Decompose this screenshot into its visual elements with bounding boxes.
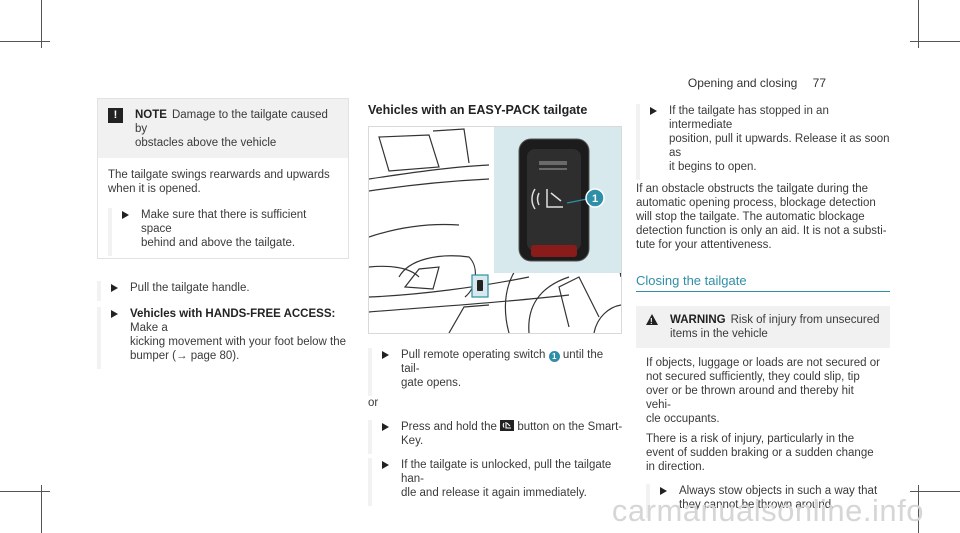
- warning-text: Risk of injury from unsecured: [730, 314, 880, 326]
- warning-bullet: Always stow objects in such a way that t…: [646, 484, 880, 518]
- note-title: NOTE: [135, 109, 167, 121]
- section-heading-closing: Closing the tailgate: [636, 274, 890, 292]
- note-body: The tailgate swings rearwards and upward…: [98, 158, 348, 258]
- step-text[interactable]: bumper (→ page 80).: [130, 350, 240, 362]
- warning-body: If objects, luggage or loads are not sec…: [636, 348, 890, 520]
- crop-mark: [918, 485, 919, 533]
- warning-line: in direction.: [646, 461, 705, 473]
- middle-column-steps: Pull remote operating switch 1 until the…: [368, 348, 623, 506]
- tailgate-button-icon: [500, 420, 515, 431]
- crop-mark: [910, 41, 960, 42]
- warning-line: If objects, luggage or loads are not sec…: [646, 357, 880, 369]
- bullet-bar: [636, 104, 640, 180]
- tailgate-illustration: 1: [368, 126, 622, 334]
- step-text: kicking movement with your foot below th…: [130, 336, 347, 348]
- paragraph-line: will stop the tailgate. The automatic bl…: [636, 211, 865, 223]
- step-text: button on the Smart-: [517, 421, 623, 433]
- warning-line: event of sudden braking or a sudden chan…: [646, 447, 874, 459]
- watermark: carmanualsonline.info: [611, 493, 924, 528]
- warning-line: cle occupants.: [646, 413, 720, 425]
- warning-box: WARNING Risk of injury from unsecured ite…: [636, 306, 890, 520]
- warning-triangle-icon: [646, 314, 658, 329]
- section-title: Opening and closing: [687, 76, 798, 90]
- bullet-bar: [108, 208, 112, 256]
- step-text: until the tail-: [401, 349, 604, 375]
- step-item: Press and hold the button on the Smart- …: [368, 420, 623, 454]
- crop-mark: [0, 491, 50, 492]
- step-text: Make a: [130, 322, 168, 334]
- crop-mark: [910, 491, 960, 492]
- warning-line: There is a risk of injury, particularly …: [646, 433, 855, 445]
- crop-mark: [41, 485, 42, 533]
- bullet-arrow-icon: [650, 107, 657, 115]
- step-item: If the tailgate is unlocked, pull the ta…: [368, 458, 623, 506]
- step-item: Pull the tailgate handle.: [97, 281, 349, 301]
- step-text: If the tailgate is unlocked, pull the ta…: [401, 459, 612, 485]
- step-text: gate opens.: [401, 377, 462, 389]
- page-header: Opening and closing 77: [688, 76, 826, 90]
- step-text: Key.: [401, 435, 424, 447]
- bullet-arrow-icon: [382, 423, 389, 431]
- step-text: position, pull it upwards. Release it as…: [669, 133, 890, 159]
- warning-text: items in the vehicle: [670, 328, 768, 340]
- step-text: If the tailgate has stopped in an interm…: [669, 105, 829, 131]
- bullet-text: Make sure that there is sufficient space: [141, 209, 307, 235]
- bullet-bar: [97, 281, 101, 301]
- bullet-bar: [97, 307, 101, 369]
- bullet-arrow-icon: [111, 310, 118, 318]
- callout-badge: 1: [548, 351, 560, 362]
- bullet-bar: [368, 458, 372, 506]
- step-text: Pull remote operating switch: [401, 349, 546, 361]
- step-text: Pull the tailgate handle.: [130, 282, 250, 294]
- note-paragraph: when it is opened.: [108, 183, 201, 195]
- note-text: Damage to the tailgate caused by: [135, 109, 328, 135]
- step-item: Pull remote operating switch 1 until the…: [368, 348, 623, 396]
- section-heading: Vehicles with an EASY-PACK tailgate: [368, 103, 588, 117]
- warning-line: not secured sufficiently, they could sli…: [646, 371, 860, 383]
- crop-mark: [0, 41, 50, 42]
- crop-mark: [41, 0, 42, 48]
- bullet-text: behind and above the tailgate.: [141, 237, 296, 249]
- bullet-bar: [368, 420, 372, 454]
- bullet-bar: [646, 484, 650, 518]
- note-paragraph: The tailgate swings rearwards and upward…: [108, 169, 330, 181]
- step-item: If the tailgate has stopped in an interm…: [636, 104, 890, 180]
- middle-column: Vehicles with an EASY-PACK tailgate: [368, 103, 623, 117]
- note-bullet: Make sure that there is sufficient space…: [108, 208, 338, 256]
- callout-number: 1: [592, 193, 598, 205]
- step-condition: Vehicles with HANDS-FREE ACCESS:: [130, 308, 336, 320]
- step-text: dle and release it again immediately.: [401, 487, 587, 499]
- bullet-arrow-icon: [382, 351, 389, 359]
- paragraph-line: If an obstacle obstructs the tailgate du…: [636, 183, 869, 195]
- step-text: it begins to open.: [669, 161, 757, 173]
- paragraph-line: automatic opening process, blockage dete…: [636, 197, 876, 209]
- bullet-text: they cannot be thrown around.: [679, 499, 835, 511]
- right-column: If the tailgate has stopped in an interm…: [636, 104, 890, 520]
- bullet-arrow-icon: [111, 284, 118, 292]
- warning-header: WARNING Risk of injury from unsecured ite…: [636, 306, 890, 348]
- bullet-bar: [368, 348, 372, 396]
- step-text: Press and hold the: [401, 421, 497, 433]
- exclamation-icon: !: [108, 108, 123, 123]
- page-number: 77: [812, 76, 826, 90]
- bullet-text: Always stow objects in such a way that: [679, 485, 878, 497]
- info-paragraph: If an obstacle obstructs the tailgate du…: [636, 182, 890, 252]
- paragraph-line: detection function is only an aid. It is…: [636, 225, 887, 237]
- or-text: or: [368, 397, 379, 409]
- bullet-arrow-icon: [660, 487, 667, 495]
- bullet-arrow-icon: [382, 461, 389, 469]
- interior-drawing: 1: [369, 127, 621, 333]
- warning-title: WARNING: [670, 314, 726, 326]
- paragraph-line: tute for your attentiveness.: [636, 239, 772, 251]
- note-text: obstacles above the vehicle: [135, 137, 277, 149]
- step-item: Vehicles with HANDS-FREE ACCESS: Make a …: [97, 307, 349, 369]
- bullet-arrow-icon: [122, 211, 129, 219]
- warning-line: over or be thrown around and thereby hit…: [646, 385, 854, 411]
- crop-mark: [918, 0, 919, 48]
